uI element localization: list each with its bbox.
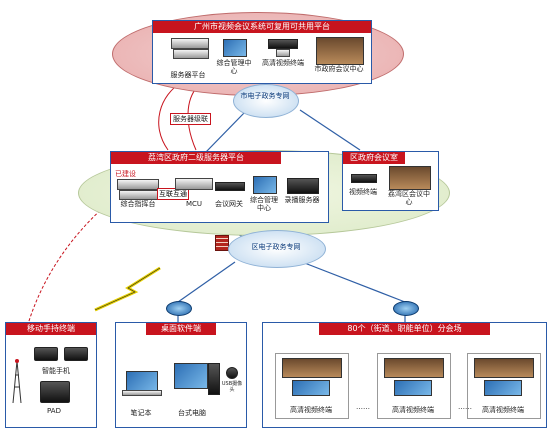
venues-box: 80个（街道、职能单位）分会场 高清视频终端 …… 高清视频终端 …… 高清视频… xyxy=(262,322,547,428)
district-item-recording: 录播服务器 xyxy=(284,196,320,204)
built-tag: 已建设 xyxy=(115,170,136,178)
tablet-icon xyxy=(40,381,70,403)
district-item-management: 综合管理中心 xyxy=(250,196,278,212)
venues-title: 80个（街道、职能单位）分会场 xyxy=(319,323,490,335)
desktop-box: 桌面软件端 笔记本 台式电脑 USB摄像头 xyxy=(115,322,247,428)
room-item-center: 荔湾区会议中心 xyxy=(388,190,430,206)
signal-tower-icon xyxy=(12,357,22,404)
venue-2-photo xyxy=(384,358,444,378)
district-platform-box: 荔湾区政府二级服务器平台 已建设 综合指挥台 互联互通 MCU 会议网关 综合管… xyxy=(110,151,329,223)
router-icon-right xyxy=(393,301,419,316)
venue-2-label: 高清视频终端 xyxy=(392,406,434,414)
district-room-box: 区政府会议室 视频终端 荔湾区会议中心 xyxy=(342,151,439,211)
venue-1: 高清视频终端 xyxy=(275,353,349,419)
command-console-device-2 xyxy=(119,190,159,200)
interconnect-tag: 互联互通 xyxy=(157,188,189,200)
desktop-item-pc: 台式电脑 xyxy=(178,409,206,417)
hd-terminal-camera xyxy=(276,49,290,57)
venues-ellipsis-1: …… xyxy=(356,403,370,411)
desktop-item-laptop: 笔记本 xyxy=(130,409,152,417)
district-item-mcu: MCU xyxy=(185,200,203,208)
venue-1-display xyxy=(292,380,330,396)
district-network-cloud xyxy=(228,230,326,268)
city-item-terminal: 高清视频终端 xyxy=(262,59,304,67)
laptop-base-icon xyxy=(122,390,162,396)
room-item-terminal: 视频终端 xyxy=(349,188,377,196)
venue-3-display xyxy=(484,380,522,396)
city-item-meeting-center: 市政府会议中心 xyxy=(314,65,364,73)
gateway-device xyxy=(215,182,245,191)
city-platform-box: 广州市视频会议系统可复用可共用平台 服务器平台 综合管理中心 高清视频终端 市政… xyxy=(152,20,372,84)
mobile-item-phone: 智能手机 xyxy=(42,367,70,375)
desktop-item-camera: USB摄像头 xyxy=(221,381,243,393)
district-room-title: 区政府会议室 xyxy=(343,152,405,164)
link-citynet-to-district xyxy=(204,111,246,154)
district-network-label: 区电子政务专网 xyxy=(251,243,301,251)
desktop-tower-icon xyxy=(208,363,220,395)
city-network-label: 市电子政务专网 xyxy=(240,92,290,100)
district-management-monitor xyxy=(253,176,277,194)
venue-2-display xyxy=(394,380,432,396)
smartphone-icon-1 xyxy=(34,347,58,361)
venues-ellipsis-2: …… xyxy=(458,403,472,411)
management-center-monitor xyxy=(223,39,247,57)
link-distnet-to-router-left xyxy=(177,261,236,303)
city-item-management: 综合管理中心 xyxy=(216,59,252,75)
server-platform-device-2 xyxy=(173,49,209,59)
cascade-label: 服务器级联 xyxy=(170,113,211,125)
city-network-cloud xyxy=(233,84,299,118)
laptop-screen-icon xyxy=(126,371,158,392)
district-room-photo xyxy=(389,166,431,190)
router-icon-left xyxy=(166,301,192,316)
server-platform-device xyxy=(171,38,209,49)
hd-terminal-device xyxy=(268,39,298,49)
city-platform-title: 广州市视频会议系统可复用可共用平台 xyxy=(153,21,371,33)
district-platform-title: 荔湾区政府二级服务器平台 xyxy=(111,152,281,164)
desktop-monitor-icon xyxy=(174,363,208,389)
venue-1-photo xyxy=(282,358,342,378)
mobile-box: 移动手持终端 智能手机 PAD xyxy=(5,322,97,428)
mcu-device xyxy=(175,178,213,190)
mobile-item-pad: PAD xyxy=(47,407,61,415)
city-item-server: 服务器平台 xyxy=(170,71,206,79)
city-meeting-room-photo xyxy=(316,37,364,65)
mobile-title: 移动手持终端 xyxy=(6,323,96,335)
venue-2: 高清视频终端 xyxy=(377,353,451,419)
venue-3-label: 高清视频终端 xyxy=(482,406,524,414)
usb-camera-icon xyxy=(226,367,238,379)
district-item-gateway: 会议网关 xyxy=(215,200,243,208)
desktop-title: 桌面软件端 xyxy=(146,323,216,335)
firewall-icon xyxy=(215,235,229,251)
district-item-console: 综合指挥台 xyxy=(120,200,156,208)
link-citynet-to-room xyxy=(299,109,361,151)
recording-server-device xyxy=(287,178,319,194)
venue-3-photo xyxy=(474,358,534,378)
venue-3: 高清视频终端 xyxy=(467,353,541,419)
smartphone-icon-2 xyxy=(64,347,88,361)
link-distnet-to-router-right xyxy=(301,261,406,303)
command-console-device xyxy=(117,179,159,190)
video-terminal-device xyxy=(351,174,377,183)
venue-1-label: 高清视频终端 xyxy=(290,406,332,414)
